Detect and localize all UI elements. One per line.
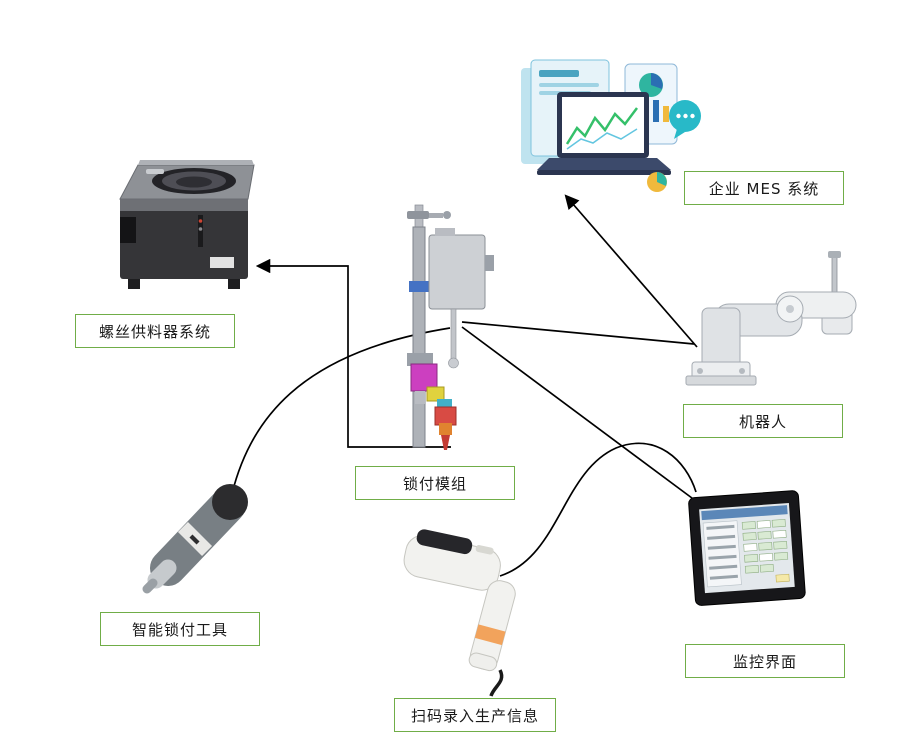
smart-screwdriver-tool-illustration xyxy=(142,484,248,594)
mes-analytics-laptop-illustration xyxy=(521,59,701,192)
screw-locking-module-illustration xyxy=(407,204,494,450)
label-screw-feeder: 螺丝供料器系统 xyxy=(75,314,235,348)
label-monitor: 监控界面 xyxy=(685,644,845,678)
screw-feeder-machine-illustration xyxy=(119,160,255,289)
label-scanner: 扫码录入生产信息 xyxy=(394,698,556,732)
label-robot: 机器人 xyxy=(683,404,843,438)
scara-robot-illustration xyxy=(685,251,857,386)
label-mes-system: 企业 MES 系统 xyxy=(684,171,844,205)
hmi-monitor-panel-illustration xyxy=(688,490,806,606)
barcode-scanner-illustration xyxy=(403,529,516,697)
label-locking-module: 锁付模组 xyxy=(355,466,515,500)
label-smart-tool: 智能锁付工具 xyxy=(100,612,260,646)
